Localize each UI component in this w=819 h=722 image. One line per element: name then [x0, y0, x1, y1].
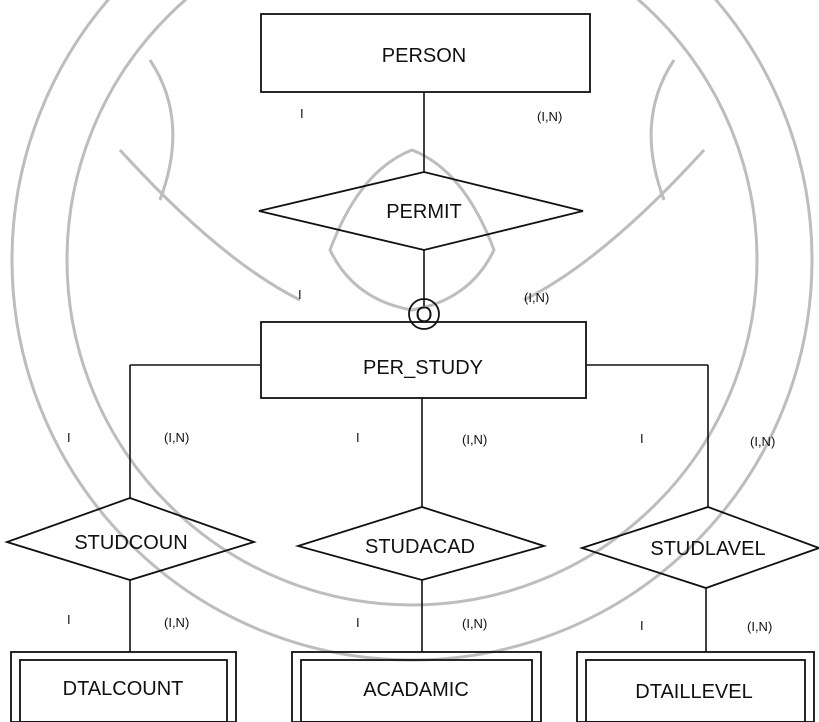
card-studcoun-one: I — [67, 430, 71, 445]
relationship-studcoun-label: STUDCOUN — [74, 532, 187, 554]
optional-outer-circle — [408, 298, 440, 330]
card-acadamic-one: I — [356, 615, 360, 630]
relationship-studacad-diamond — [294, 506, 548, 581]
entity-dtaillevel-outer-box — [576, 651, 815, 722]
seal-ornament — [148, 59, 676, 201]
entity-person-label: PERSON — [382, 45, 466, 67]
card-dtaillevel-many: (I,N) — [747, 619, 772, 634]
seal-ornament-2 — [118, 148, 706, 302]
card-studlavel-many: (I,N) — [750, 434, 775, 449]
entity-dtaillevel-label: DTAILLEVEL — [635, 681, 752, 703]
seal-emblem — [328, 148, 496, 312]
entity-acadamic-label: ACADAMIC — [363, 679, 469, 701]
entity-person-box — [260, 13, 591, 93]
entity-dtalcount-label: DTALCOUNT — [63, 678, 184, 700]
entity-dtaillevel-inner-box — [585, 659, 806, 722]
relationship-permit: PERMIT — [258, 171, 584, 251]
card-person-one: I — [300, 106, 304, 121]
card-studlavel-one: I — [640, 431, 644, 446]
entity-dtaillevel: DTAILLEVEL — [576, 651, 815, 722]
optional-symbol-label: O — [415, 302, 432, 327]
card-dtalcount-many: (I,N) — [164, 615, 189, 630]
relationship-studlavel: STUDLAVEL — [579, 506, 819, 589]
card-perstudy-one: I — [298, 287, 302, 302]
card-dtalcount-one: I — [67, 612, 71, 627]
seal-outer-ring — [10, 0, 814, 662]
relationship-studacad-label: STUDACAD — [365, 536, 475, 558]
relationship-studlavel-diamond — [579, 506, 819, 589]
entity-dtalcount-outer-box — [10, 651, 237, 722]
relationship-permit-diamond — [258, 171, 584, 251]
entity-per-study-label: PER_STUDY — [363, 357, 483, 379]
entity-dtalcount-inner-box — [19, 659, 228, 722]
optional-participation-symbol: O — [408, 298, 440, 330]
entity-acadamic: ACADAMIC — [291, 651, 542, 722]
card-studacad-one: I — [356, 430, 360, 445]
entity-acadamic-inner-box — [300, 659, 533, 722]
relationship-studlavel-label: STUDLAVEL — [650, 538, 765, 560]
relationship-studcoun-diamond — [4, 497, 257, 581]
entity-person: PERSON — [260, 13, 591, 93]
card-studcoun-many: (I,N) — [164, 430, 189, 445]
card-perstudy-many: (I,N) — [524, 290, 549, 305]
entity-per-study: PER_STUDY — [260, 321, 587, 399]
relationship-permit-label: PERMIT — [386, 201, 462, 223]
cardinality-labels: I (I,N) I (I,N) I (I,N) I (I,N) I (I,N) … — [67, 106, 775, 634]
entity-per-study-box — [260, 321, 587, 399]
card-studacad-many: (I,N) — [462, 432, 487, 447]
seal-inner-ring — [65, 0, 759, 607]
watermark-seal — [10, 0, 814, 662]
relationship-studacad: STUDACAD — [294, 506, 548, 581]
card-person-many: (I,N) — [537, 109, 562, 124]
entity-acadamic-outer-box — [291, 651, 542, 722]
connector-lines — [129, 92, 709, 652]
card-acadamic-many: (I,N) — [462, 616, 487, 631]
entity-dtalcount: DTALCOUNT — [10, 651, 237, 722]
relationship-studcoun: STUDCOUN — [4, 497, 257, 581]
card-dtaillevel-one: I — [640, 618, 644, 633]
